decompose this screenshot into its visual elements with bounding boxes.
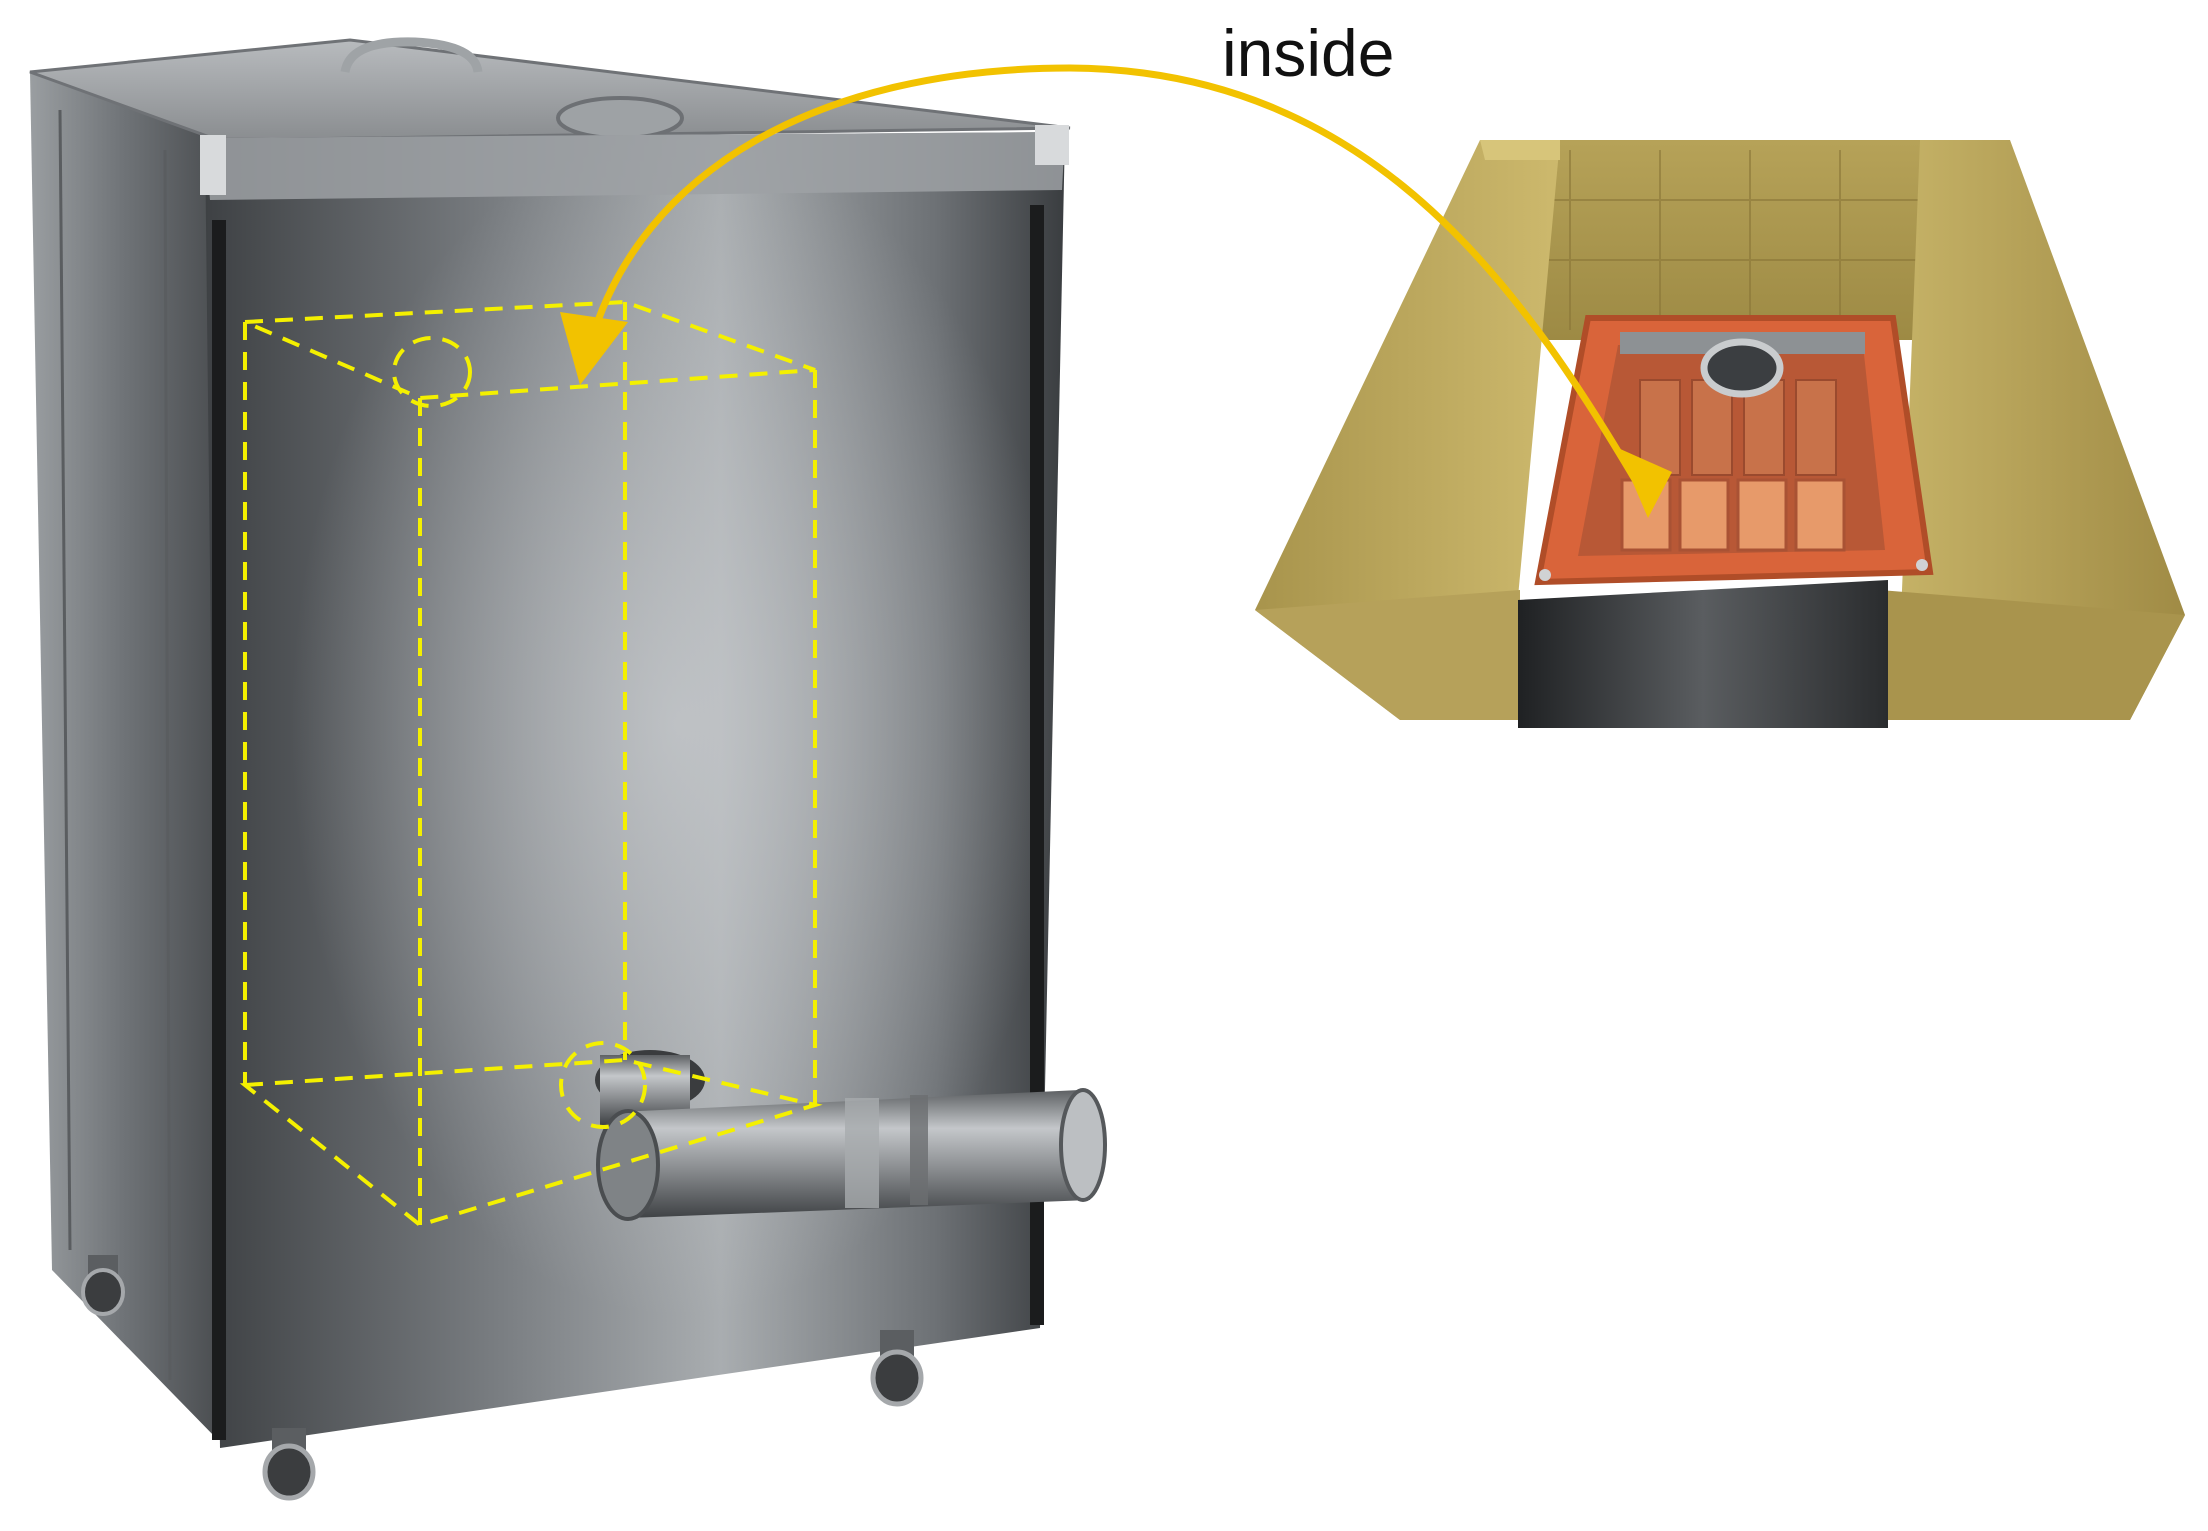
side-seam — [58, 109, 72, 1251]
insulation-front-face — [1255, 590, 1520, 720]
arrowhead-inside — [1618, 448, 1672, 518]
corner-clamp — [200, 135, 226, 195]
arrowhead-cabinet — [560, 312, 628, 385]
cabinet-front-sheen — [205, 132, 1065, 1448]
front-top-frame — [205, 132, 1065, 200]
insulation-left-top — [1480, 140, 1560, 160]
frame-screw — [1539, 569, 1551, 581]
back-wall-texture — [1490, 150, 1925, 330]
insulation-right-slab — [1870, 140, 2185, 720]
lid-handle — [340, 37, 483, 74]
firebrick-row — [1620, 478, 1846, 552]
exhaust-pipe — [595, 1050, 1107, 1221]
outlet-ring — [1700, 338, 1784, 398]
insulation-front-face — [1880, 590, 2185, 720]
lid-vent-cap — [556, 96, 684, 140]
side-seam — [163, 149, 172, 1381]
corner-clamp — [1035, 125, 1069, 165]
insulation-back-wall — [1480, 140, 1935, 340]
inside-view-photo — [1255, 140, 2185, 728]
cabinet-side-panel — [30, 72, 218, 1440]
inside-label: inside — [1222, 16, 1395, 90]
firebrick-back-row — [1639, 379, 1837, 476]
cabinet-lid — [29, 38, 1071, 142]
caster-wheel — [262, 1428, 316, 1501]
insulation-left-slab — [1255, 140, 1560, 720]
dashed-box-outline-icon — [239, 299, 823, 1228]
front-right-edge-strip — [1030, 205, 1044, 1325]
caster-wheel — [81, 1255, 125, 1316]
metal-cabinet — [29, 37, 1107, 1501]
metal-shaft — [1518, 580, 1888, 728]
curved-arrow-icon — [586, 64, 1654, 509]
caster-wheel — [870, 1330, 924, 1407]
frame-screw — [1916, 559, 1928, 571]
front-left-edge-strip — [212, 220, 226, 1440]
